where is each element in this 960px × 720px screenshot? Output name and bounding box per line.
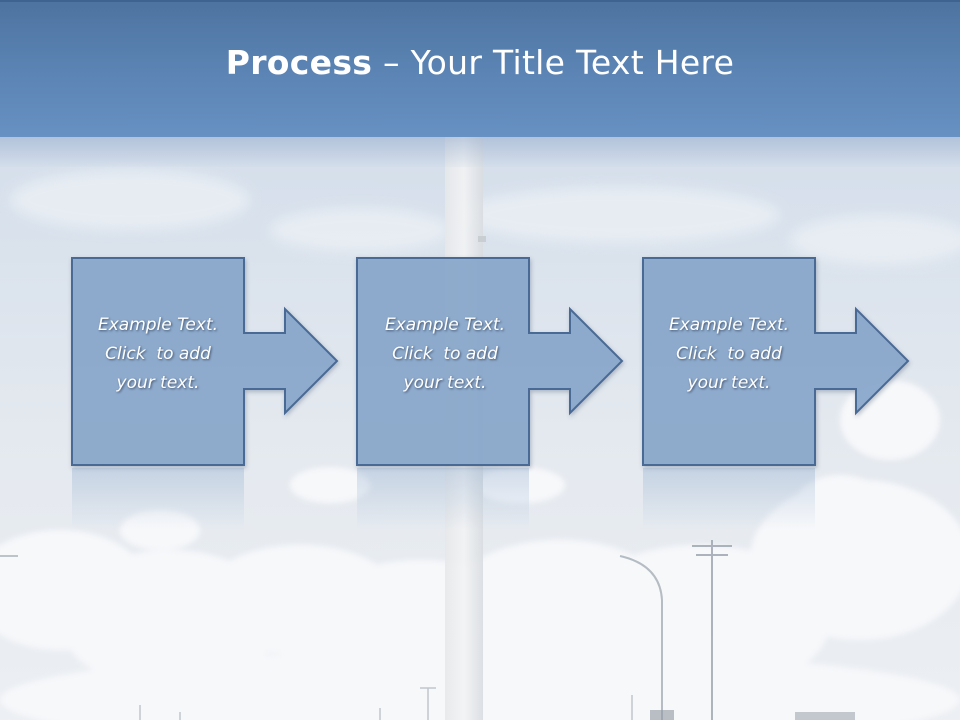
- page-title[interactable]: Process – Your Title Text Here: [226, 43, 735, 82]
- title-band-shadow: [0, 137, 960, 167]
- title-bar-top-line: [0, 0, 960, 2]
- step-2-line-3: your text.: [403, 373, 487, 393]
- title-bar: Process – Your Title Text Here: [0, 0, 960, 137]
- process-step-1[interactable]: [71, 257, 339, 530]
- step-2-line-1: Example Text.: [384, 315, 506, 335]
- step-3-line-3: your text.: [687, 373, 771, 393]
- step-1-line-3: your text.: [116, 373, 200, 393]
- process-step-3[interactable]: [642, 257, 910, 530]
- step-1-line-2: Click to add: [105, 344, 211, 364]
- step-1-text[interactable]: Example Text. Click to add your text.: [72, 311, 244, 398]
- step-1-line-1: Example Text.: [97, 315, 219, 335]
- step-3-reflection: [643, 468, 815, 530]
- process-step-2[interactable]: [356, 257, 624, 530]
- title-bold: Process: [225, 43, 373, 82]
- step-3-text[interactable]: Example Text. Click to add your text.: [643, 311, 815, 398]
- step-3-line-2: Click to add: [676, 344, 782, 364]
- step-3-line-1: Example Text.: [668, 315, 790, 335]
- step-2-text[interactable]: Example Text. Click to add your text.: [359, 311, 531, 398]
- step-1-reflection: [72, 468, 244, 530]
- step-2-reflection: [357, 468, 529, 530]
- title-rest: – Your Title Text Here: [372, 43, 735, 82]
- step-2-line-2: Click to add: [392, 344, 498, 364]
